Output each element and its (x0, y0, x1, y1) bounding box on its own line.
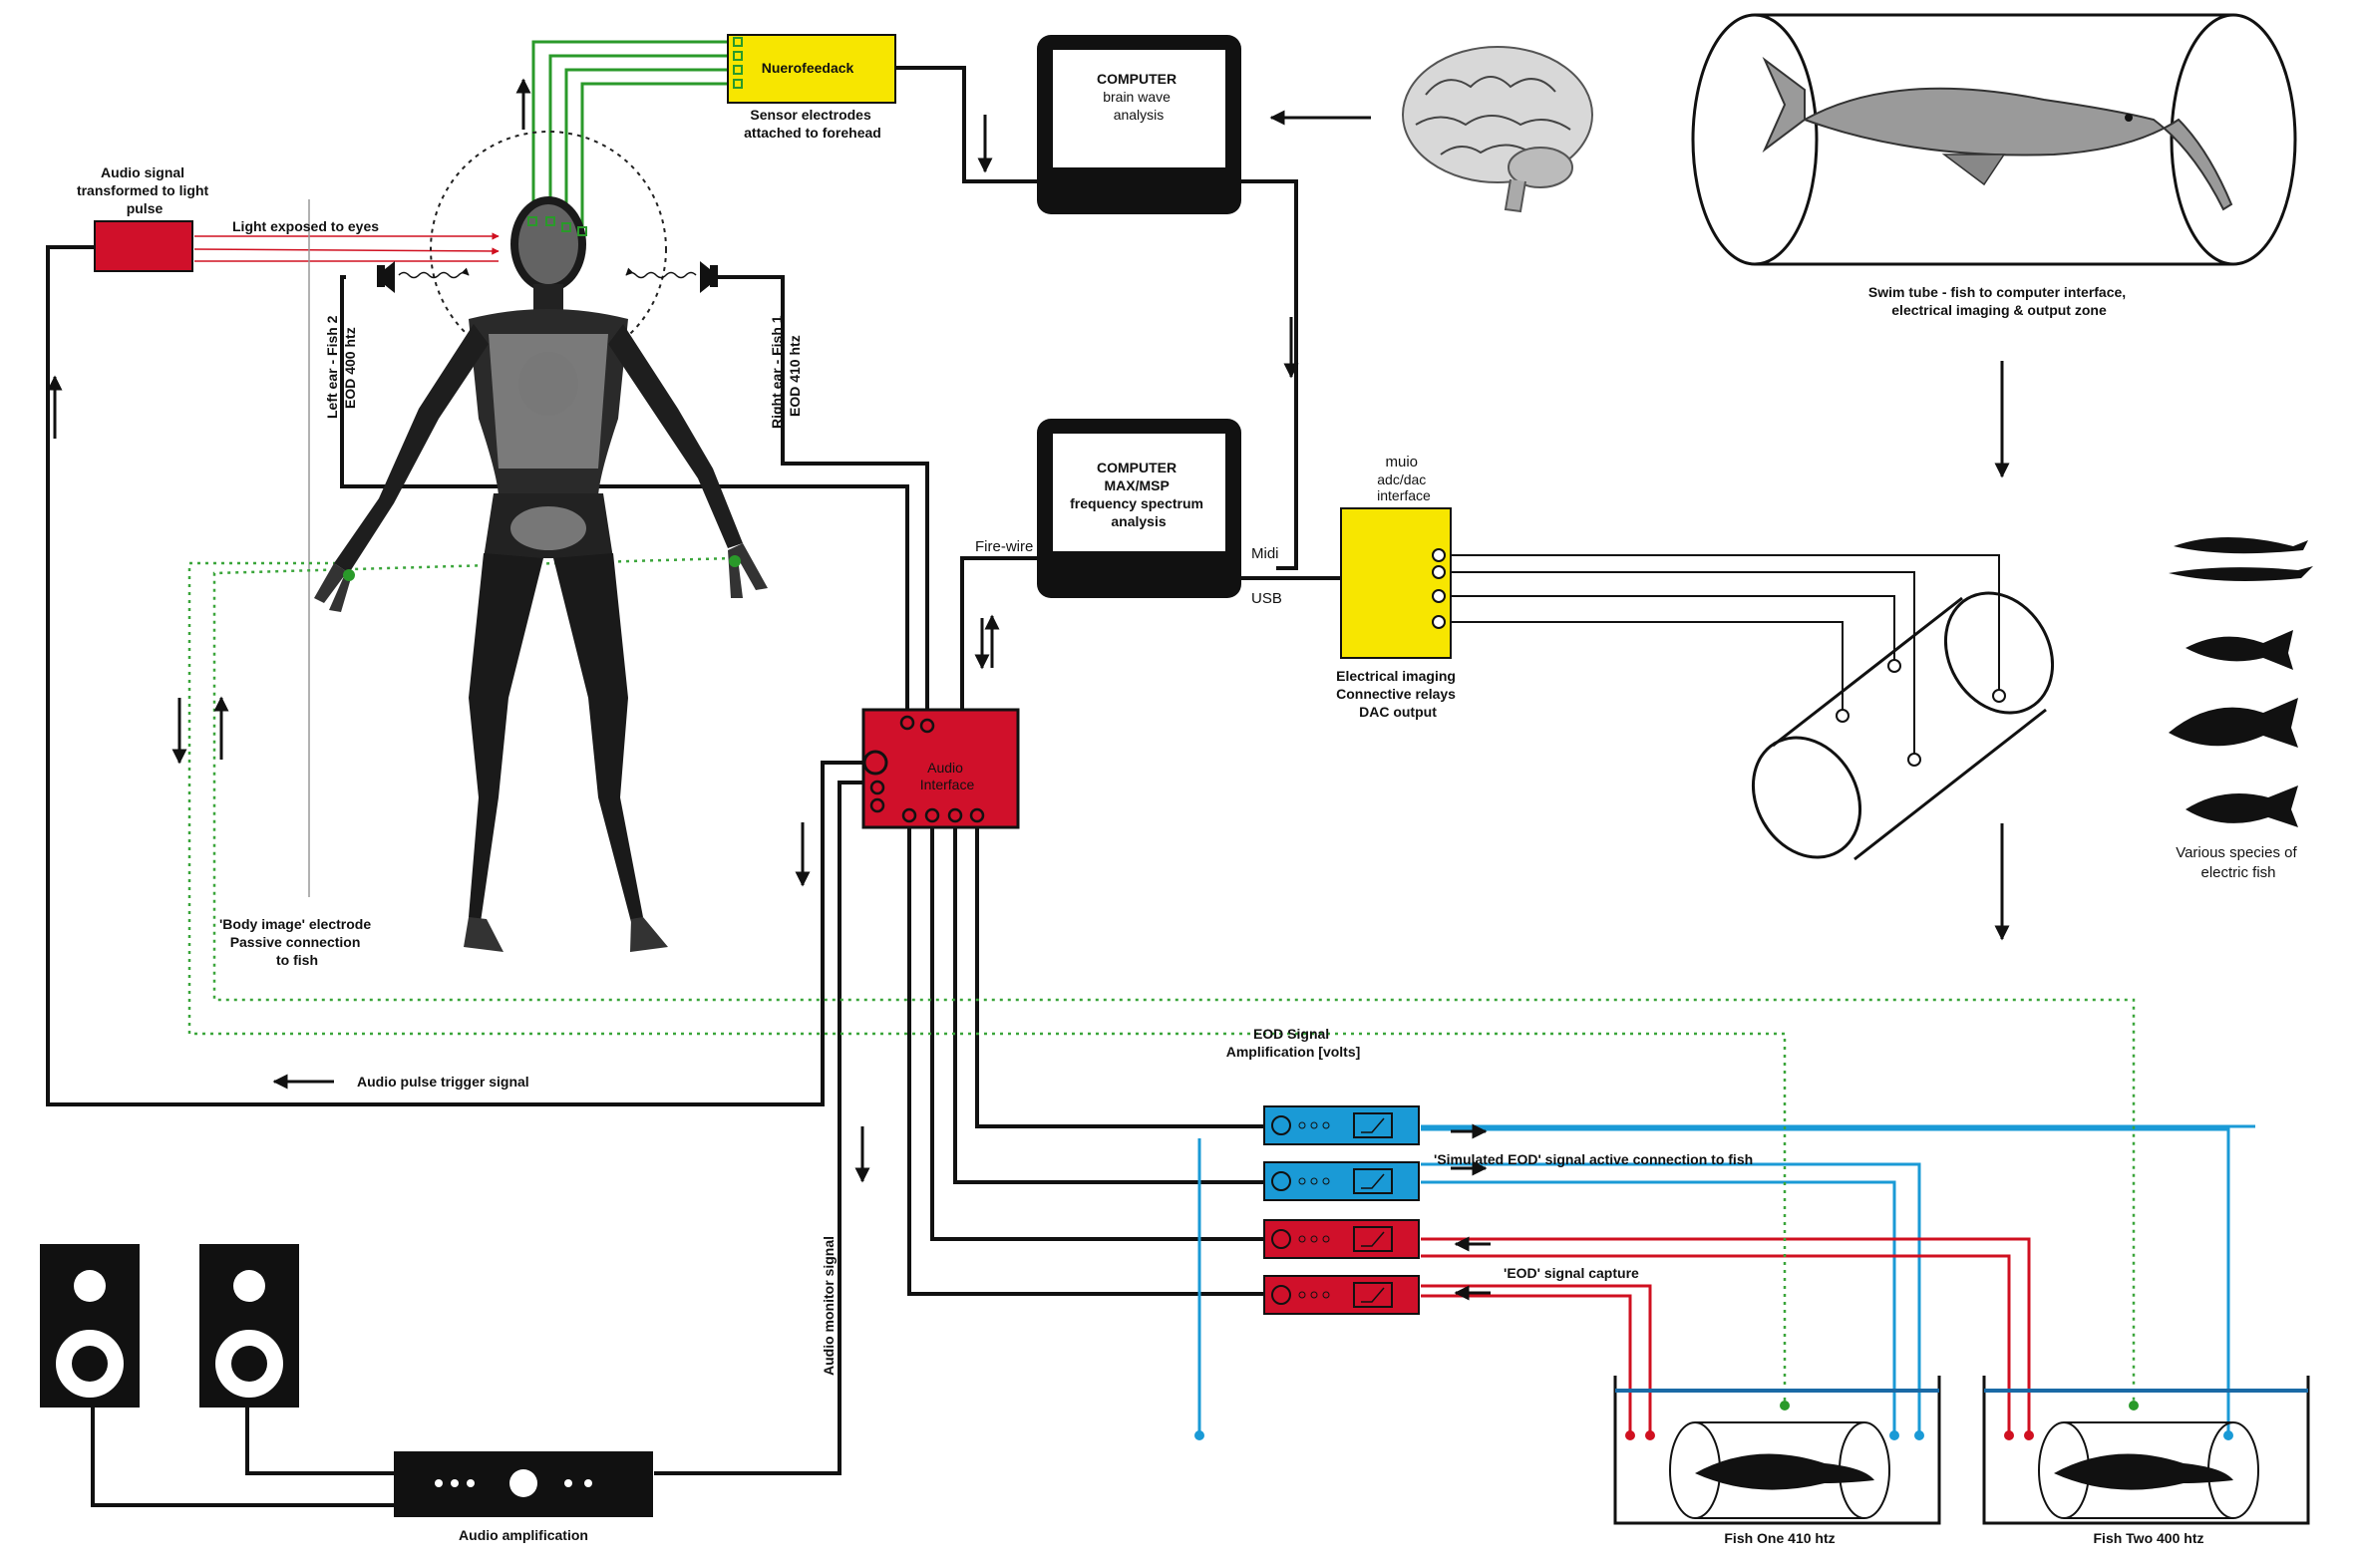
right-ear-speaker-icon (700, 261, 718, 293)
eod-amplifier-red-1 (1263, 1219, 1420, 1259)
speaker-right-icon (199, 1244, 299, 1408)
eod-amplifier-red-2 (1263, 1275, 1420, 1315)
speaker-left-icon (40, 1244, 140, 1408)
eod-capture-label: 'EOD' signal capture (1504, 1265, 1639, 1281)
fish-silhouette-1 (2174, 537, 2308, 554)
computer-2-label: COMPUTER MAX/MSP frequency spectrum anal… (1070, 460, 1207, 529)
various-species-label: Various species of electric fish (2176, 844, 2301, 881)
computer-1-label: COMPUTER brain wave analysis (1097, 71, 1180, 123)
fish-silhouette-5 (2186, 785, 2298, 827)
electrical-imaging-label: Electrical imaging Connective relays DAC… (1336, 668, 1460, 720)
swim-tube-label: Swim tube - fish to computer interface, … (1868, 284, 2130, 318)
fish-one-label: Fish One 410 htz (1724, 1530, 1835, 1546)
fish-two-label: Fish Two 400 htz (2094, 1530, 2204, 1546)
audio-signal-label: Audio signal transformed to light pulse (77, 164, 212, 216)
fish-silhouette-2 (2169, 566, 2313, 582)
audio-monitor-label: Audio monitor signal (821, 1236, 837, 1376)
left-ear-label: Left ear - Fish 2 EOD 400 htz (324, 312, 358, 419)
body-image-label: 'Body image' electrode Passive connectio… (219, 916, 375, 968)
neurofeedback-label: Nuerofeedack (762, 60, 854, 76)
fish-two-silhouette (2054, 1453, 2233, 1490)
audio-pulse-trigger-label: Audio pulse trigger signal (357, 1074, 529, 1090)
computer-2 (1037, 419, 1241, 598)
computer-1 (1037, 35, 1241, 214)
sensor-electrodes-label: Sensor electrodes attached to forehead (744, 107, 881, 141)
midi-label: Midi (1251, 545, 1279, 562)
usb-label: USB (1251, 590, 1282, 607)
muio-label: muio adc/dac interface (1377, 454, 1431, 503)
wires (46, 40, 2255, 1507)
left-ear-speaker-icon (377, 261, 395, 293)
muio-interface (1340, 507, 1452, 659)
head-aura (430, 131, 667, 368)
flow-arrows (47, 78, 2010, 1301)
audio-amplification-label: Audio amplification (459, 1527, 588, 1543)
simulated-eod-label: 'Simulated EOD' signal active connection… (1434, 1151, 1753, 1167)
swim-tube-top (1691, 13, 2297, 266)
neurofeedback-device (727, 34, 896, 104)
audio-amplifier-box (394, 1451, 653, 1517)
eod-amplification-label: EOD Signal Amplification [volts] (1226, 1026, 1361, 1060)
electric-fish-species (2169, 537, 2313, 827)
elephantnose-fish-image (1762, 56, 2233, 211)
fire-wire-label: Fire-wire (975, 538, 1033, 555)
audio-interface-box (861, 708, 1020, 829)
light-pulse-box (94, 220, 193, 272)
brain-image (1402, 46, 1593, 213)
light-exposed-label: Light exposed to eyes (232, 218, 379, 234)
fish-one-silhouette (1695, 1453, 1874, 1490)
fish-silhouette-3 (2186, 630, 2293, 670)
fish-tank-one (1613, 1376, 1941, 1525)
audio-interface-label: Audio Interface (920, 760, 975, 792)
right-ear-label: Right ear - Fish 1 EOD 410 htz (769, 312, 803, 429)
swim-tube-middle (1751, 591, 2055, 861)
fish-tank-two (1982, 1376, 2310, 1525)
eod-amplifier-blue-2 (1263, 1161, 1420, 1201)
fish-silhouette-4 (2169, 698, 2298, 748)
human-figure (314, 131, 768, 952)
eod-amplifier-blue-1 (1263, 1105, 1420, 1145)
terminal-dots (1194, 1401, 2233, 1440)
